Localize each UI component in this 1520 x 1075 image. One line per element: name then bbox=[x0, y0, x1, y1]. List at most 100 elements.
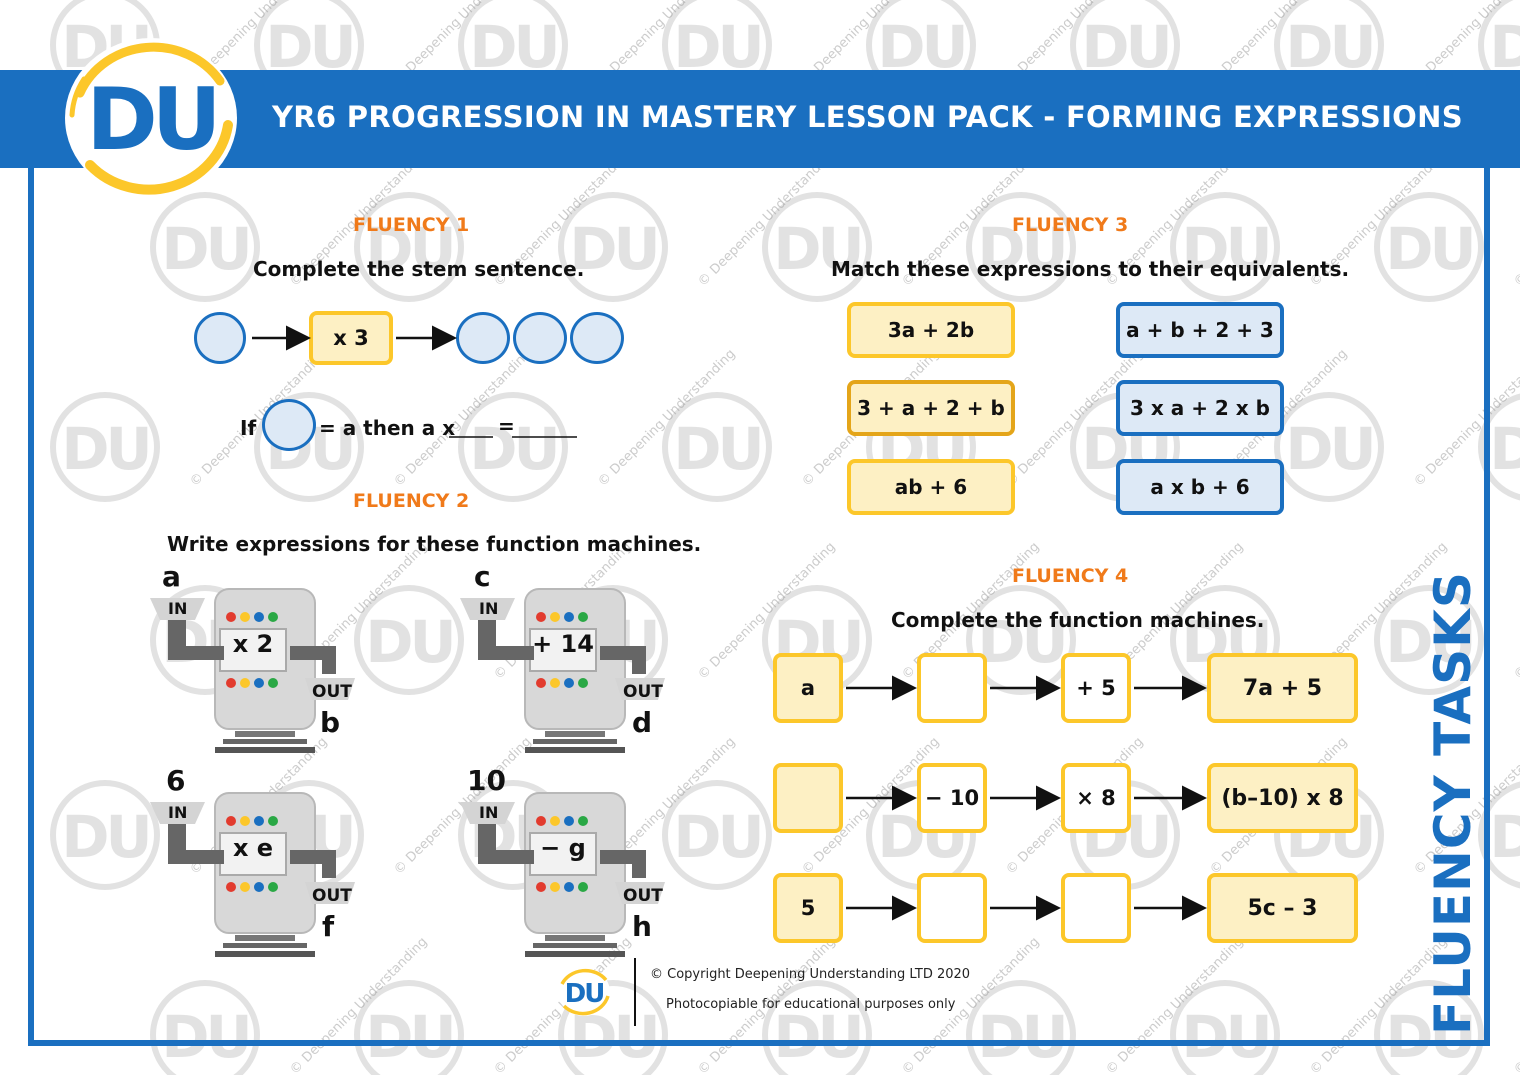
watermark-logo: DU bbox=[762, 980, 872, 1075]
fluency1-instruction: Complete the stem sentence. bbox=[253, 257, 585, 281]
machine2-operation: + 14 bbox=[532, 630, 594, 658]
machine1-out-label: OUT bbox=[312, 682, 352, 702]
sentence-equals: = bbox=[498, 414, 515, 438]
watermark-logo: DU bbox=[354, 585, 464, 695]
watermark-logo: DU bbox=[150, 980, 260, 1075]
watermark-logo: DU bbox=[762, 192, 872, 302]
header-bar bbox=[0, 70, 1520, 168]
machine3-in-label: IN bbox=[168, 803, 188, 822]
svg-text:DU: DU bbox=[773, 1003, 860, 1071]
svg-text:DU: DU bbox=[673, 803, 760, 871]
fm-row2-input bbox=[773, 763, 843, 833]
fm-row3-op2 bbox=[1061, 873, 1131, 943]
du-logo: DU bbox=[65, 38, 237, 198]
match-right-2: 3 x a + 2 x b bbox=[1116, 380, 1284, 436]
fluency2-heading: FLUENCY 2 bbox=[353, 490, 470, 512]
svg-text:DU: DU bbox=[977, 215, 1064, 283]
match-right-1: a + b + 2 + 3 bbox=[1116, 302, 1284, 358]
watermark-logo: DU bbox=[1374, 585, 1484, 695]
page-frame bbox=[28, 160, 1490, 1046]
machine4-operation: − g bbox=[540, 834, 586, 862]
machine4-in-label: IN bbox=[479, 803, 499, 822]
footer-logo: DU bbox=[558, 968, 610, 1016]
sentence-if: If bbox=[240, 416, 257, 440]
svg-text:DU: DU bbox=[265, 13, 352, 81]
machine2-output: d bbox=[632, 706, 653, 739]
watermark-logo: DU bbox=[966, 980, 1076, 1075]
fm-row1-op1 bbox=[917, 653, 987, 723]
svg-text:DU: DU bbox=[977, 1003, 1064, 1071]
watermark-logo: DU bbox=[966, 585, 1076, 695]
watermark-logo: DU bbox=[966, 192, 1076, 302]
machine3-output: f bbox=[322, 910, 335, 943]
svg-text:DU: DU bbox=[673, 13, 760, 81]
watermark-logo: DU bbox=[1478, 393, 1520, 501]
output-circle-1 bbox=[456, 312, 510, 364]
page-title: YR6 PROGRESSION IN MASTERY LESSON PACK -… bbox=[272, 100, 1463, 134]
fm-row1-op2: + 5 bbox=[1061, 653, 1131, 723]
fm-row2-op1: − 10 bbox=[917, 763, 987, 833]
footer-note: Photocopiable for educational purposes o… bbox=[666, 997, 956, 1012]
match-left-1: 3a + 2b bbox=[847, 302, 1015, 358]
fm-row1-output: 7a + 5 bbox=[1207, 653, 1358, 723]
watermark-logo: DU bbox=[558, 980, 668, 1075]
fluency4-heading: FLUENCY 4 bbox=[1012, 565, 1129, 587]
fm-row2-op2: × 8 bbox=[1061, 763, 1131, 833]
match-left-3: ab + 6 bbox=[847, 459, 1015, 515]
watermark-logo: DU bbox=[1478, 0, 1520, 99]
watermark-logo: DU bbox=[1170, 192, 1280, 302]
watermark-logo: DU bbox=[1478, 781, 1520, 889]
machine1-operation: x 2 bbox=[232, 630, 274, 658]
fluency1-heading: FLUENCY 1 bbox=[353, 214, 470, 236]
match-left-2: 3 + a + 2 + b bbox=[847, 380, 1015, 436]
svg-text:DU: DU bbox=[1081, 13, 1168, 81]
svg-text:DU: DU bbox=[365, 215, 452, 283]
watermark-logo: DU bbox=[1070, 0, 1180, 100]
svg-text:DU: DU bbox=[1181, 1003, 1268, 1071]
watermark-logo: DU bbox=[150, 192, 260, 302]
sentence-middle: = a then a x bbox=[319, 416, 456, 440]
sentence-circle bbox=[262, 399, 316, 451]
machine4-out-label: OUT bbox=[623, 886, 663, 906]
machine4-input: 10 bbox=[467, 764, 506, 797]
fluency4-instruction: Complete the function machines. bbox=[891, 608, 1265, 632]
du-logo-text: DU bbox=[86, 70, 215, 170]
svg-text:DU: DU bbox=[1181, 215, 1268, 283]
machine1-output: b bbox=[320, 706, 341, 739]
machine4-output: h bbox=[632, 910, 652, 943]
svg-text:DU: DU bbox=[469, 13, 556, 81]
svg-text:DU: DU bbox=[1285, 13, 1372, 81]
output-circle-3 bbox=[570, 312, 624, 364]
watermark-logo: DU bbox=[458, 392, 568, 502]
footer-logo-text: DU bbox=[565, 979, 604, 1009]
machine3-operation: x e bbox=[232, 834, 274, 862]
svg-text:DU: DU bbox=[1385, 608, 1472, 676]
watermark-logo: DU bbox=[1274, 392, 1384, 502]
watermark-logo: DU bbox=[662, 780, 772, 890]
svg-text:DU: DU bbox=[161, 215, 248, 283]
svg-text:DU: DU bbox=[365, 608, 452, 676]
watermark-logo: DU bbox=[1374, 192, 1484, 302]
watermark-logo: DU bbox=[50, 392, 160, 502]
svg-text:DU: DU bbox=[1489, 803, 1520, 871]
fm-row3-output: 5c – 3 bbox=[1207, 873, 1358, 943]
footer-copyright: © Copyright Deepening Understanding LTD … bbox=[650, 967, 971, 982]
watermark-logo: DU bbox=[354, 980, 464, 1075]
machine1-in-label: IN bbox=[168, 599, 188, 618]
machine1-input: a bbox=[162, 560, 181, 593]
machine2-input: c bbox=[474, 560, 491, 593]
svg-text:DU: DU bbox=[1385, 215, 1472, 283]
svg-text:DU: DU bbox=[61, 415, 148, 483]
svg-text:DU: DU bbox=[773, 215, 860, 283]
machine3-input: 6 bbox=[166, 764, 186, 797]
watermark-logo: DU bbox=[1374, 980, 1484, 1075]
svg-text:DU: DU bbox=[469, 415, 556, 483]
operator-box: x 3 bbox=[309, 311, 393, 365]
fm-row1-input: a bbox=[773, 653, 843, 723]
svg-text:DU: DU bbox=[161, 1003, 248, 1071]
fluency2-instruction: Write expressions for these function mac… bbox=[167, 532, 702, 556]
machine3-out-label: OUT bbox=[312, 886, 352, 906]
output-circle-2 bbox=[513, 312, 567, 364]
machine2-in-label: IN bbox=[479, 599, 499, 618]
